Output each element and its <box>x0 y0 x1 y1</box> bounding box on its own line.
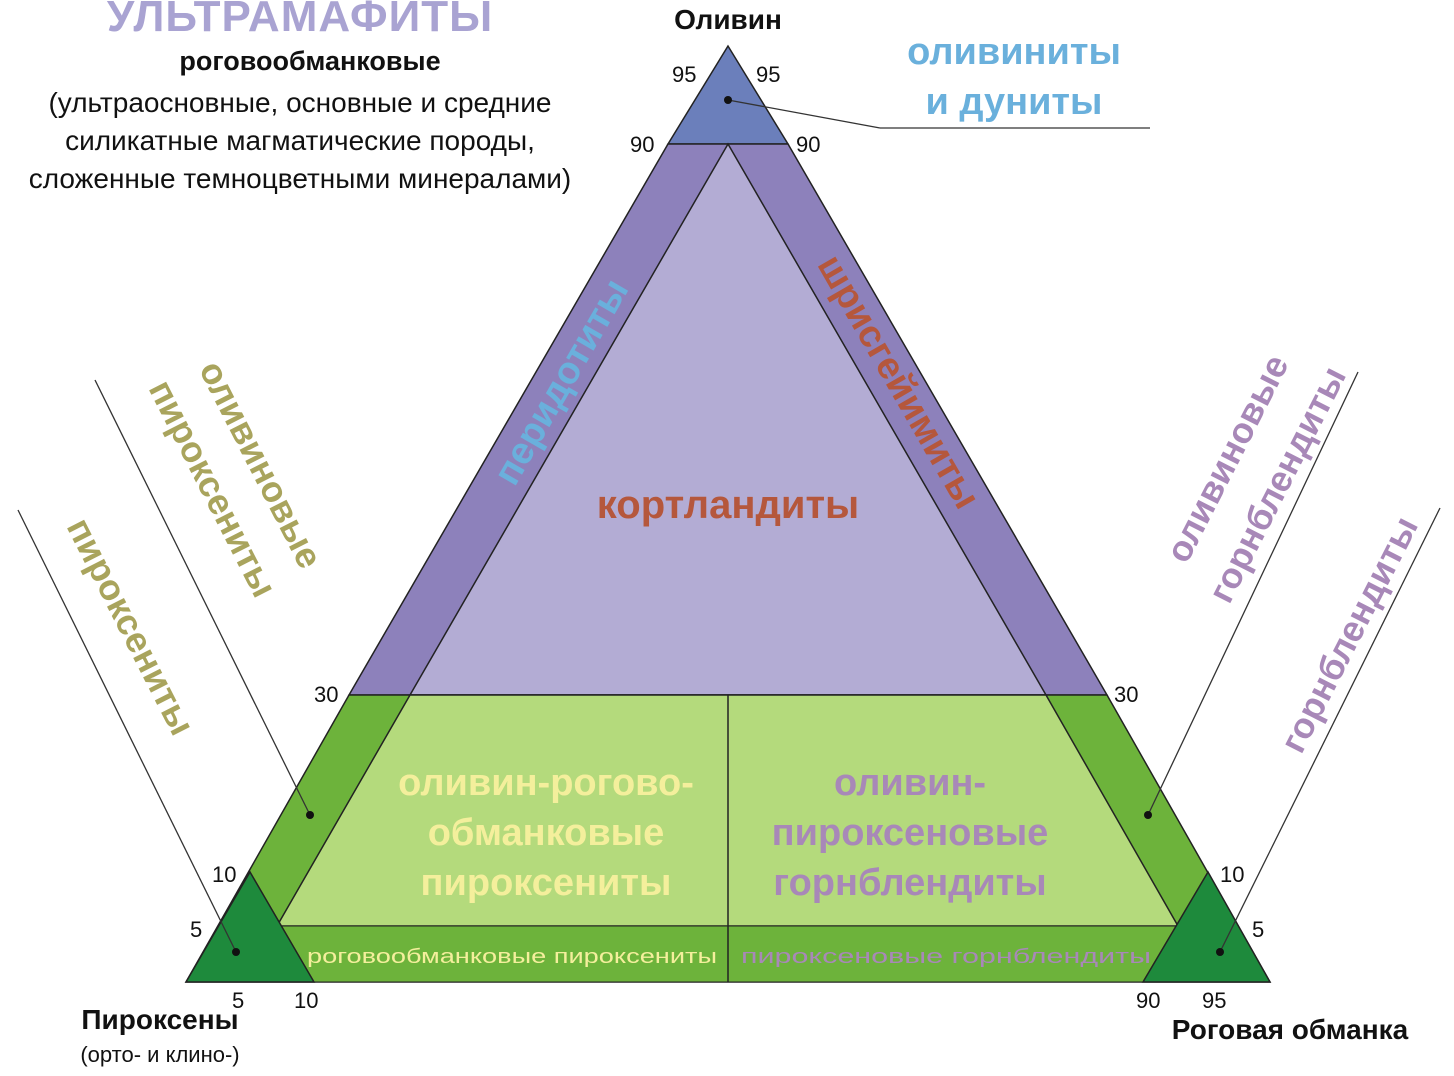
point-hornblendites <box>1216 948 1224 956</box>
diagram-description: (ультраосновные, основные и средние сили… <box>28 87 572 194</box>
point-ol-pyroxenites <box>306 811 314 819</box>
point-ol-hornblendites <box>1144 811 1152 819</box>
label-ol-hb-px-3: пироксениты <box>421 862 672 904</box>
tick-30-left: 30 <box>314 682 338 707</box>
tick-10-left: 10 <box>212 862 236 887</box>
hornblendite-corner <box>1141 870 1272 983</box>
dunite-field <box>666 44 790 145</box>
tick-90-left: 90 <box>630 132 654 157</box>
label-olivinites-2: и дуниты <box>925 81 1102 123</box>
label-ol-px-hb-1: оливин- <box>834 762 986 804</box>
diagram-subtitle: роговообманковые <box>179 46 441 76</box>
label-ol-px-hb-2: пироксеновые <box>772 812 1049 854</box>
leader-ol-pyroxenites <box>94 379 311 816</box>
vertex-pyroxenes: Пироксены <box>81 1004 239 1035</box>
leader-hornblendites <box>1219 507 1441 953</box>
label-olivinites-1: оливиниты <box>907 31 1121 73</box>
tick-10-right: 10 <box>1220 862 1244 887</box>
tick-5-left: 5 <box>190 917 202 942</box>
label-ol-px-hb-3: горнблендиты <box>773 862 1047 904</box>
label-kortlandites: кортландиты <box>597 483 859 527</box>
tick-5-right: 5 <box>1252 917 1264 942</box>
point-pyroxenites <box>232 948 240 956</box>
tick-90-right-bottom: 90 <box>1136 988 1160 1013</box>
label-px-hornblendites: пироксеновые горнблендиты <box>741 946 1151 968</box>
leader-ol-hornblendites <box>1147 371 1359 816</box>
vertex-olivine: Оливин <box>674 4 782 35</box>
leader-olivinites <box>727 99 881 129</box>
diagram-title: УЛЬТРАМАФИТЫ <box>106 0 494 41</box>
label-ol-hb-px-1: оливин-рогово- <box>398 762 694 804</box>
point-olivinites <box>724 96 732 104</box>
vertex-hornblende: Роговая обманка <box>1171 1014 1409 1045</box>
label-pyroxenites: пироксениты <box>59 511 203 741</box>
label-hornblendites: горнблендиты <box>1272 510 1426 759</box>
tick-5-left-bottom: 5 <box>232 988 244 1013</box>
label-ol-hb-px-2: обманковые <box>428 812 665 854</box>
label-hb-pyroxenites: роговообманковые пироксениты <box>307 946 717 968</box>
leader-pyroxenites <box>17 509 237 953</box>
kortlandite-field <box>408 142 1048 696</box>
tick-95-right-bottom: 95 <box>1202 988 1226 1013</box>
pyroxenite-corner <box>184 870 316 983</box>
tick-30-right: 30 <box>1114 682 1138 707</box>
tick-10-left-bottom: 10 <box>294 988 318 1013</box>
tick-90-right: 90 <box>796 132 820 157</box>
tick-95-left: 95 <box>672 62 696 87</box>
tick-95-right: 95 <box>756 62 780 87</box>
vertex-pyroxenes-sub: (орто- и клино-) <box>80 1042 240 1067</box>
